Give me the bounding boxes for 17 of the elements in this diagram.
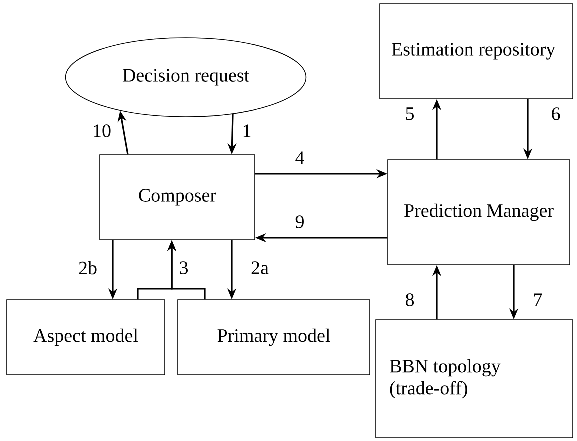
edge-label: 10 (92, 124, 112, 138)
edge-label: 2a (250, 260, 270, 276)
edge-label: 6 (550, 106, 562, 122)
edge-label: 9 (294, 214, 306, 230)
process-box: Prediction Manager (388, 160, 570, 266)
process-box: Primary model (178, 300, 370, 376)
edge-label: 8 (404, 292, 416, 308)
process-box: Aspect model (6, 300, 166, 376)
edge-label: 3 (178, 260, 190, 276)
process-box: BBN topology (trade-off) (376, 320, 574, 438)
process-box: Composer (100, 154, 256, 240)
edge-label: 5 (404, 106, 416, 122)
edge-label: 7 (532, 292, 544, 308)
edge-label: 4 (294, 150, 306, 166)
edge-label: 2b (78, 260, 98, 276)
edge-label: 1 (241, 124, 253, 138)
process-box: Estimation repository (380, 4, 574, 100)
